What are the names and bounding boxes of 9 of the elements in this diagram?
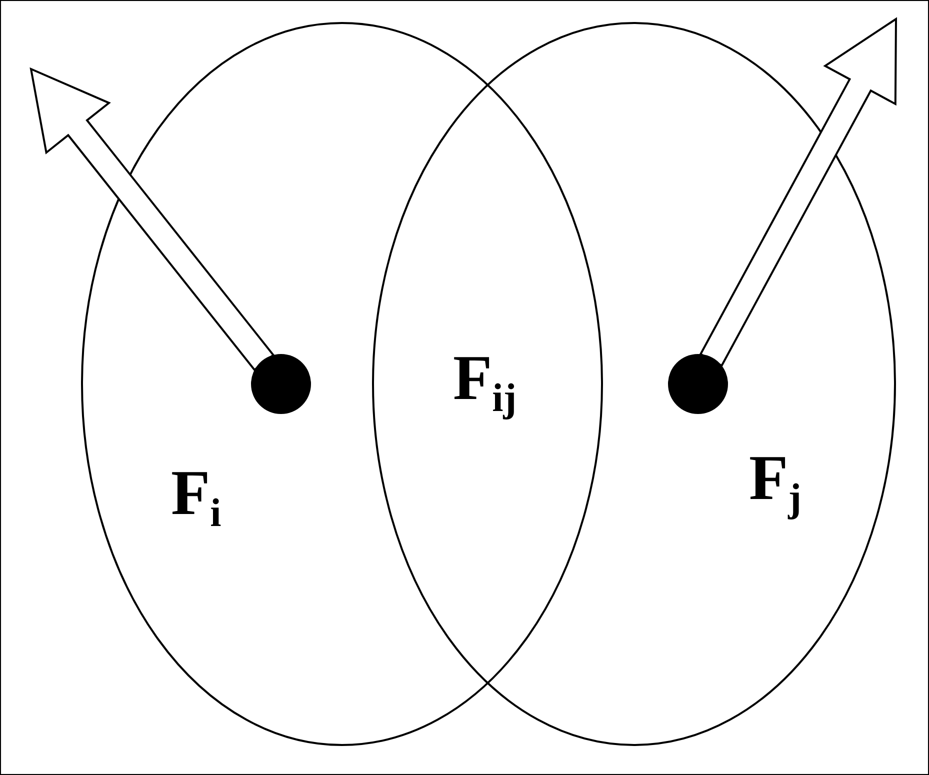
set-label: F$_{j}$	[749, 446, 802, 518]
set-ellipse	[81, 22, 603, 746]
point-dot	[251, 354, 311, 414]
set-ellipse	[372, 22, 896, 746]
block-arrow	[699, 17, 898, 367]
overlap-label: F$_{ij}$	[453, 346, 517, 418]
point-dot	[668, 354, 728, 414]
block-arrow	[30, 67, 275, 372]
set-label: F$_{i}$	[171, 461, 222, 533]
